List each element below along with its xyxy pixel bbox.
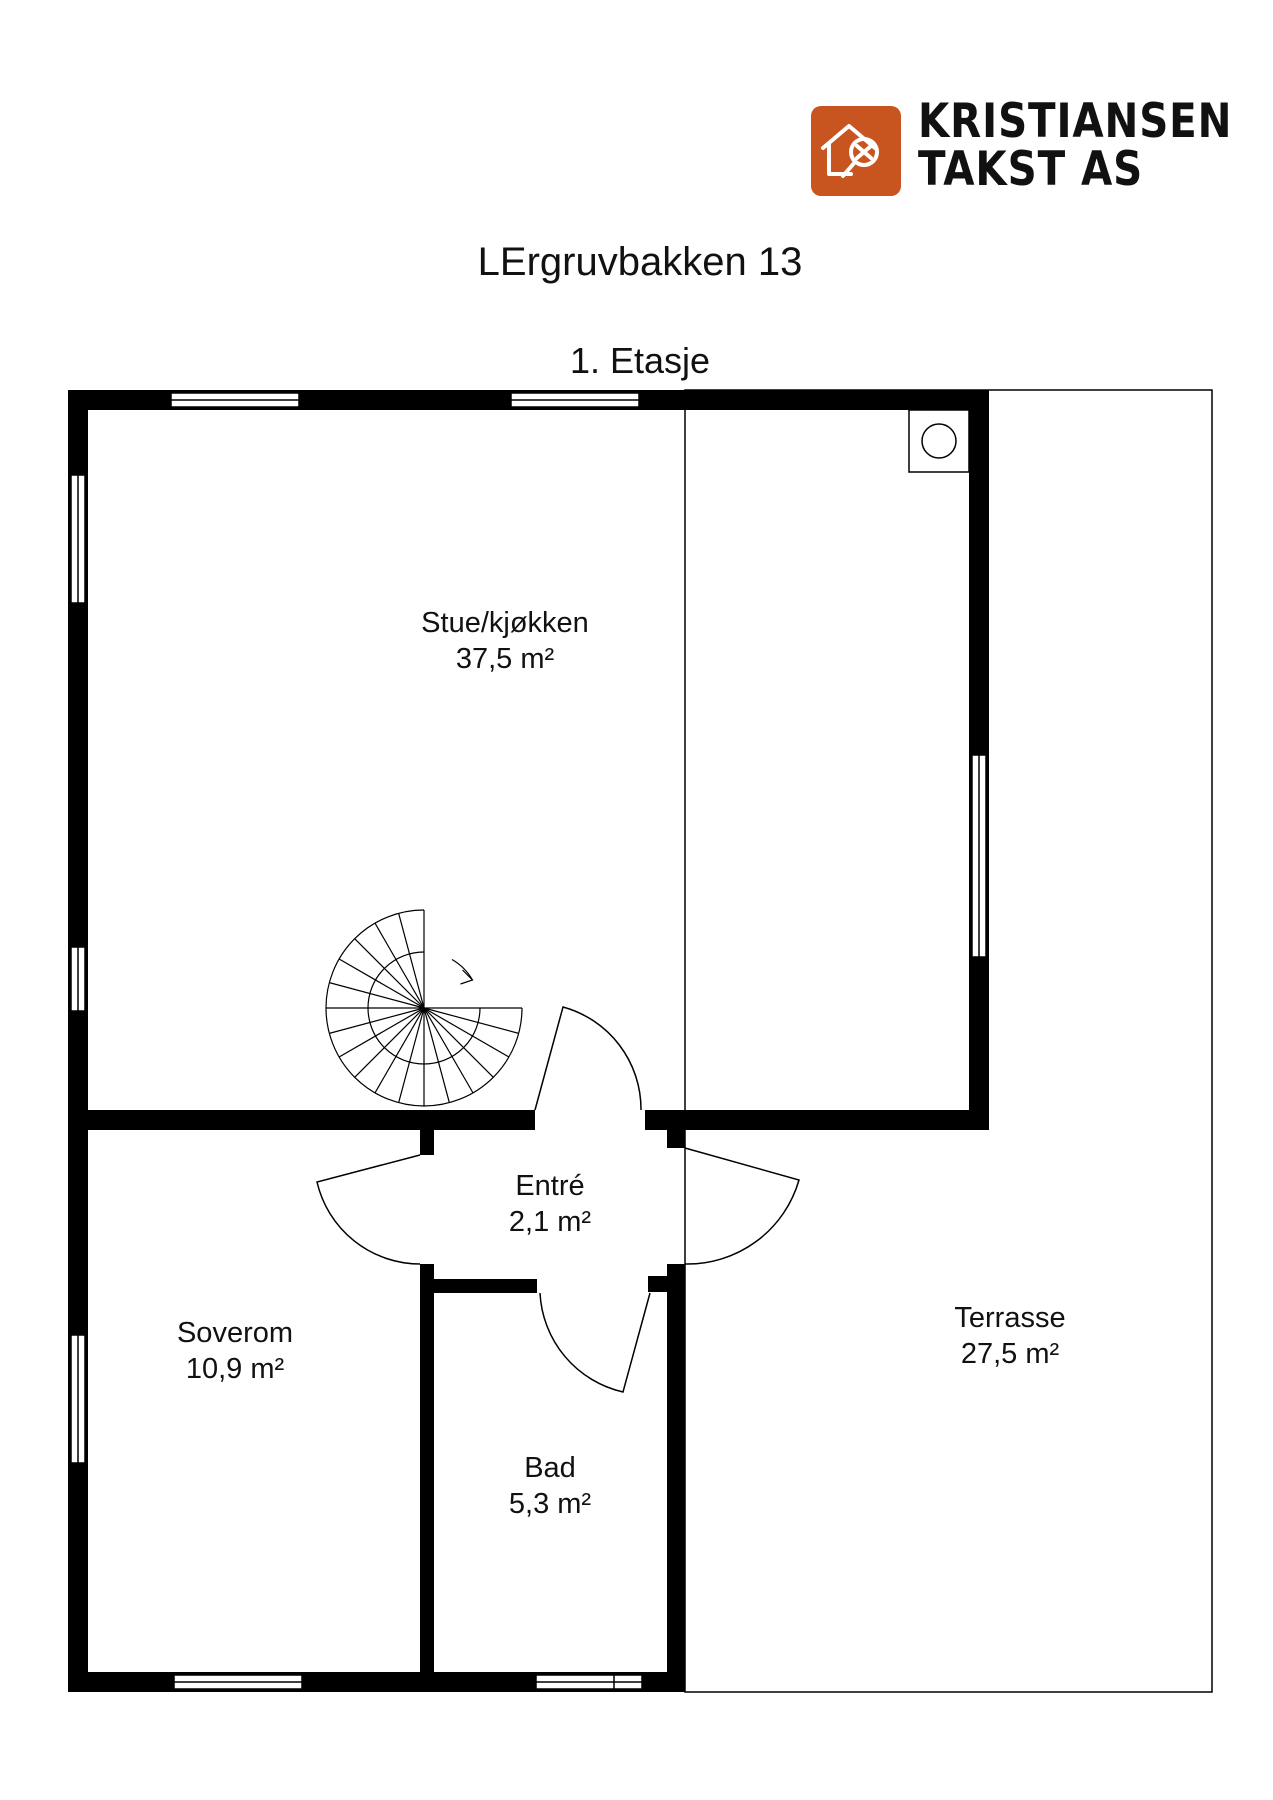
stair-tread bbox=[354, 938, 425, 1009]
stair-tread bbox=[398, 1007, 425, 1103]
stair-arrow-head bbox=[460, 969, 474, 985]
room-entre: Entré 2,1 m² bbox=[480, 1168, 620, 1240]
door-terrace bbox=[684, 1147, 800, 1265]
property-address: LErgruvbakken 13 bbox=[477, 240, 803, 284]
chimney bbox=[908, 409, 970, 473]
door-bathroom bbox=[539, 1292, 651, 1393]
doors bbox=[316, 1006, 800, 1393]
room-stue-kjokken: Stue/kjøkken 37,5 m² bbox=[385, 605, 625, 677]
chimney-flue bbox=[921, 423, 957, 459]
stair-tread bbox=[423, 1007, 519, 1034]
room-name: Bad bbox=[524, 1452, 576, 1484]
stair-tread bbox=[423, 1007, 510, 1058]
stair-tread bbox=[354, 1007, 425, 1078]
stair-tread bbox=[423, 1007, 450, 1103]
company-name-line2: TAKST AS bbox=[918, 142, 1144, 197]
stair-tread bbox=[374, 1007, 425, 1094]
room-soverom: Soverom 10,9 m² bbox=[155, 1315, 315, 1387]
stair-tread bbox=[423, 1007, 494, 1078]
room-area: 2,1 m² bbox=[508, 1206, 592, 1238]
room-name: Entré bbox=[515, 1170, 585, 1202]
room-area: 27,5 m² bbox=[960, 1338, 1060, 1370]
door-bedroom bbox=[316, 1154, 421, 1265]
room-name: Terrasse bbox=[954, 1302, 1066, 1334]
stair-tread bbox=[329, 1007, 425, 1034]
stair-tread bbox=[329, 982, 425, 1009]
stair-tread bbox=[398, 913, 425, 1009]
room-area: 5,3 m² bbox=[508, 1488, 592, 1520]
room-name: Stue/kjøkken bbox=[421, 607, 589, 639]
stair-tread bbox=[374, 922, 425, 1009]
room-bad: Bad 5,3 m² bbox=[480, 1450, 620, 1522]
stair-tread bbox=[423, 1007, 474, 1094]
room-name: Soverom bbox=[176, 1317, 294, 1349]
house-magnifier-icon bbox=[811, 106, 901, 196]
spiral-staircase bbox=[325, 909, 523, 1107]
floor-label: 1. Etasje bbox=[569, 340, 711, 381]
company-name: KRISTIANSEN TAKST AS bbox=[918, 98, 1232, 194]
company-name-line1: KRISTIANSEN bbox=[918, 94, 1233, 149]
room-area: 10,9 m² bbox=[185, 1353, 285, 1385]
windows bbox=[70, 392, 987, 1690]
room-terrasse: Terrasse 27,5 m² bbox=[930, 1300, 1090, 1372]
company-logo bbox=[811, 106, 901, 196]
stair-tread bbox=[338, 1007, 425, 1058]
door-main bbox=[534, 1006, 642, 1111]
room-area: 37,5 m² bbox=[455, 643, 555, 675]
terrace-outline bbox=[684, 389, 1213, 1693]
stair-tread bbox=[338, 958, 425, 1009]
